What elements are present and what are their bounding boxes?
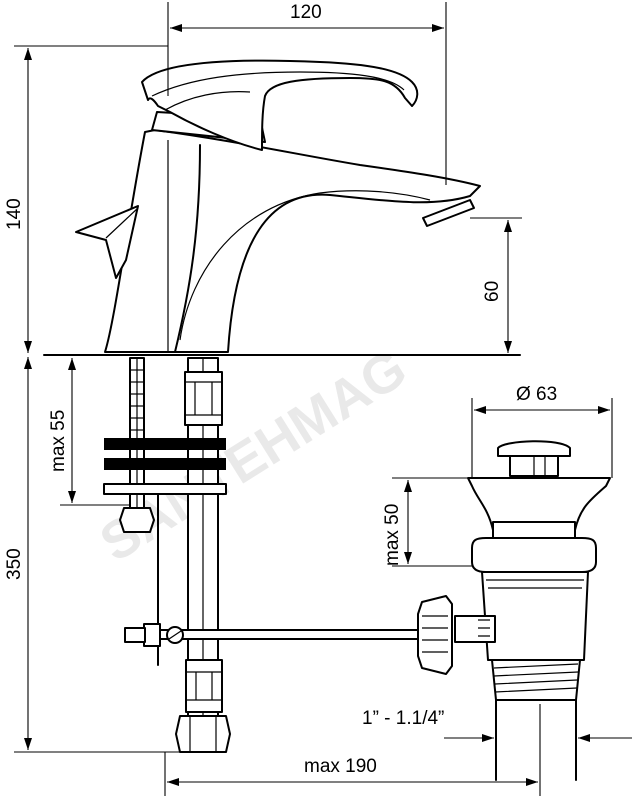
pipe-nut-top [184, 371, 223, 426]
aerator [422, 199, 475, 227]
dim-max55-label: max 55 [48, 410, 69, 472]
drain-ring [471, 537, 597, 573]
faucet-spout [104, 129, 481, 353]
flex-hose-ribs [130, 369, 144, 431]
drain-assembly [417, 440, 611, 781]
body-curve [174, 144, 201, 353]
dim-120-label: 120 [290, 2, 322, 23]
popup-lever-edge [105, 207, 139, 239]
faucet-body [43, 59, 521, 356]
pipe-nut-bottom [185, 659, 223, 713]
linkage-end [124, 627, 146, 643]
spout-inner-line [179, 190, 431, 341]
pipe-connector-bottom [175, 715, 231, 753]
drain-cap [497, 440, 571, 457]
dim-thread-label: 1” - 1.1/4” [362, 708, 444, 729]
handle-inner-line-2 [164, 91, 251, 111]
hose-fitting [119, 507, 155, 533]
faucet-handle [141, 59, 419, 151]
clamp-bar-top [104, 438, 226, 450]
dim-60-label: 60 [482, 281, 503, 302]
clamp-bar-bottom [104, 458, 226, 470]
clamp-washer [103, 483, 227, 495]
dim-d63-label: Ø 63 [516, 384, 557, 405]
dimension-lines: 120 140 60 max 55 350 Ø 63 max 50 1” - 1… [4, 2, 632, 796]
dim-140-label: 140 [4, 198, 25, 230]
popup-lever [75, 205, 139, 279]
dim-350-label: 350 [4, 548, 25, 580]
dim-max50-label: max 50 [382, 504, 403, 566]
drain-knurl-nut [417, 595, 453, 675]
linkage-rod [149, 629, 423, 640]
linkage-clamp [143, 623, 161, 647]
handle-inner-line [151, 71, 405, 97]
drain-body [481, 571, 589, 661]
dim-max190-label: max 190 [304, 756, 377, 777]
under-counter [103, 357, 423, 753]
